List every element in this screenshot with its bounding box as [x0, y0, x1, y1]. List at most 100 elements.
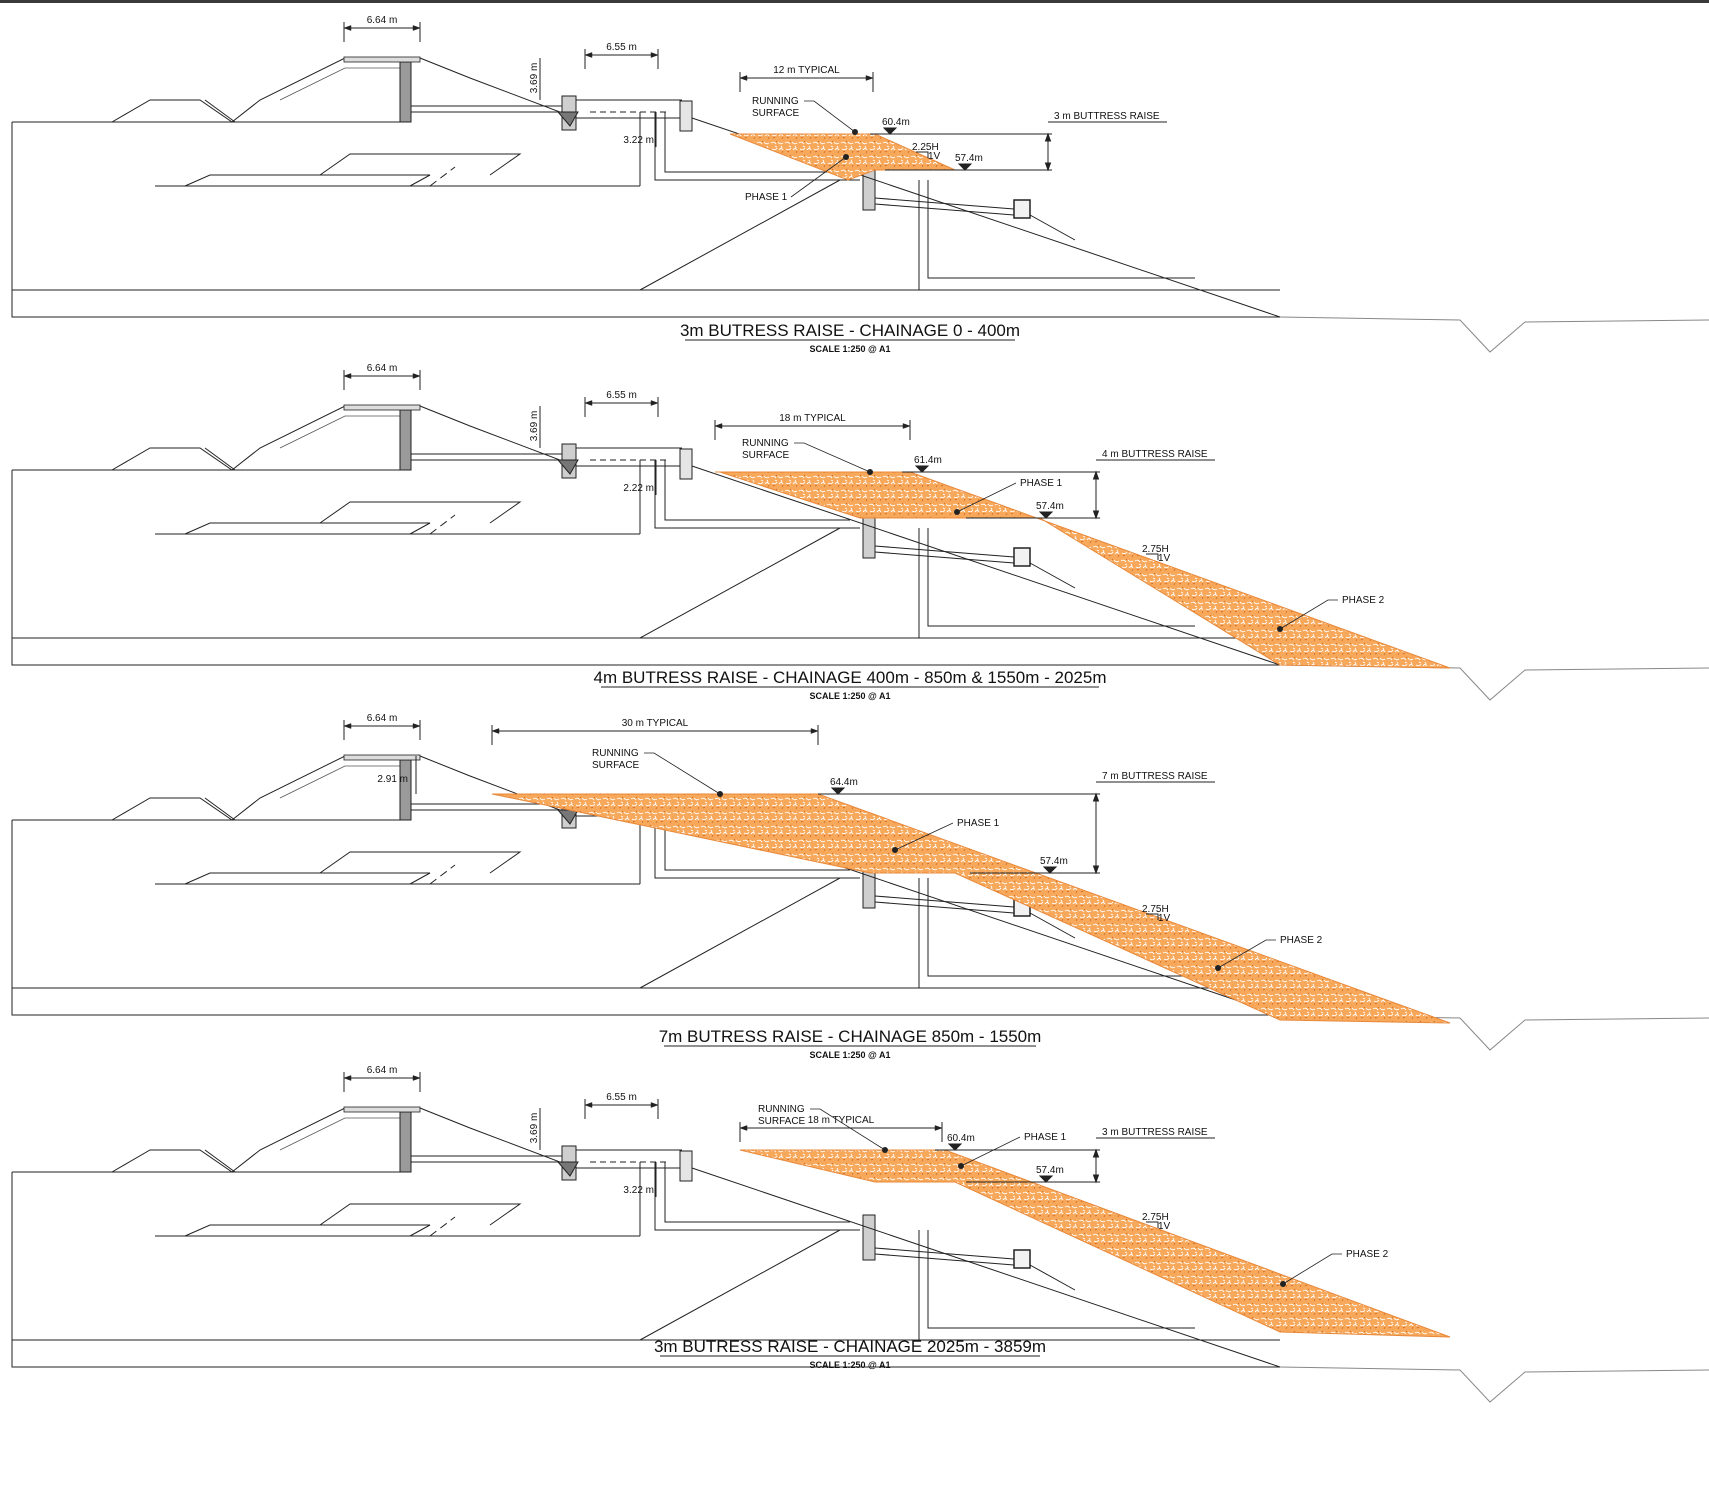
outlet-box	[1013, 547, 1031, 567]
height-a-label: 2.91 m	[377, 774, 408, 785]
toe-wall-outline	[918, 528, 1210, 639]
liner	[654, 460, 860, 529]
bench-width-dim-label: 6.55 m	[606, 1092, 637, 1103]
leader-dot	[958, 1163, 964, 1169]
section-scale: SCALE 1:250 @ A1	[810, 344, 891, 354]
leader-dot	[1277, 626, 1283, 632]
crest-cap	[343, 56, 421, 63]
drain-structure	[679, 448, 693, 480]
leader-dot	[882, 1147, 888, 1153]
internal-bench	[184, 872, 431, 885]
section-scale: SCALE 1:250 @ A1	[810, 1050, 891, 1060]
arrow-icon	[412, 25, 421, 31]
embankment-line	[204, 1149, 236, 1173]
leader-dot	[954, 509, 960, 515]
toe-wall-outline	[918, 1230, 1210, 1341]
embankment-inner	[279, 415, 405, 449]
running-surface-label: SURFACE	[592, 760, 640, 771]
level-bottom-label: 57.4m	[955, 153, 983, 164]
embankment-line	[204, 797, 236, 821]
valley-profile	[1279, 1366, 1709, 1403]
ground-frame	[11, 122, 1280, 318]
embankment-line	[204, 99, 236, 123]
embankment-inner	[279, 1117, 405, 1151]
running-surface-label: RUNNING	[742, 438, 789, 449]
height-b-label: 2.22 m	[623, 483, 654, 494]
arrow-icon	[412, 373, 421, 379]
height-b-label: 3.22 m	[623, 1185, 654, 1196]
arrow-icon	[412, 723, 421, 729]
internal-bench	[319, 501, 522, 524]
outlet-pipe	[874, 1253, 1015, 1266]
internal-bench	[319, 851, 522, 874]
arrow-icon	[934, 1125, 943, 1131]
leader-line	[1279, 599, 1338, 630]
ground-frame	[11, 470, 1280, 666]
internal-bench	[184, 1224, 431, 1237]
arrow-icon	[650, 400, 659, 406]
outlet-pipe	[874, 551, 1015, 564]
liner	[664, 460, 850, 521]
raise-label: 3 m BUTTRESS RAISE	[1102, 1127, 1208, 1138]
running-surface-label: RUNNING	[592, 748, 639, 759]
arrow-icon	[739, 75, 748, 81]
level-marker-icon	[882, 127, 898, 135]
raise-label: 4 m BUTTRESS RAISE	[1102, 449, 1208, 460]
phase1-label: PHASE 1	[745, 192, 788, 203]
running-surface-label: RUNNING	[752, 96, 799, 107]
phase2-label: PHASE 2	[1342, 595, 1385, 606]
outer-slope	[691, 1167, 1281, 1368]
embankment-line	[204, 447, 236, 471]
running-surface-label: SURFACE	[752, 108, 800, 119]
slope-v-label: 1V	[1158, 1221, 1171, 1232]
section-title: 3m BUTRESS RAISE - CHAINAGE 0 - 400m	[680, 321, 1020, 340]
leader-dot	[852, 129, 858, 135]
crest-width-dim-label: 6.64 m	[367, 363, 398, 374]
raise-label: 3 m BUTTRESS RAISE	[1054, 111, 1160, 122]
embankment-slope	[419, 1107, 576, 1176]
running-surface-label: SURFACE	[742, 450, 790, 461]
drain-structure	[679, 1150, 693, 1182]
leader-dot	[867, 469, 873, 475]
crest-width-dim-label: 6.64 m	[367, 15, 398, 26]
slope-h-label: 2.75H	[1142, 1212, 1169, 1223]
arrow-icon	[491, 728, 500, 734]
crest-cap	[343, 1106, 421, 1113]
level-marker-icon	[1038, 1175, 1054, 1183]
drain-icon	[556, 1161, 579, 1177]
embankment-inner	[279, 67, 405, 101]
arrow-icon	[650, 52, 659, 58]
arrow-icon	[1092, 470, 1100, 480]
crest-wall	[399, 759, 412, 821]
phase1-label: PHASE 1	[957, 818, 1000, 829]
slope-symbol	[916, 151, 929, 158]
arrow-icon	[902, 423, 911, 429]
bench-width-dim-label: 6.55 m	[606, 390, 637, 401]
arrow-icon	[584, 400, 593, 406]
toe-wall-outline	[918, 180, 1210, 291]
phase2-label: PHASE 2	[1280, 935, 1323, 946]
slope-symbol	[1146, 1221, 1159, 1228]
internal-bench	[319, 153, 522, 176]
arrow-icon	[343, 373, 352, 379]
section-title: 3m BUTRESS RAISE - CHAINAGE 2025m - 3859…	[654, 1337, 1046, 1356]
liner	[664, 1162, 850, 1223]
leader-dot	[717, 791, 723, 797]
level-bottom-label: 57.4m	[1036, 1165, 1064, 1176]
internal-diagonal	[639, 1229, 841, 1341]
outlet-pipe	[1029, 562, 1076, 589]
leader-line	[794, 442, 871, 473]
typical-width-dim-label: 30 m TYPICAL	[622, 718, 689, 729]
slope-symbol	[1146, 913, 1159, 920]
crest-wall	[399, 409, 412, 471]
arrow-icon	[412, 1075, 421, 1081]
toe-wall-outline	[927, 180, 1195, 279]
leader-line	[1282, 1253, 1342, 1285]
crest-width-dim-label: 6.64 m	[367, 713, 398, 724]
liner	[654, 1162, 860, 1231]
arrow-icon	[584, 1102, 593, 1108]
arrow-icon	[1044, 162, 1052, 172]
leader-line	[804, 100, 856, 133]
